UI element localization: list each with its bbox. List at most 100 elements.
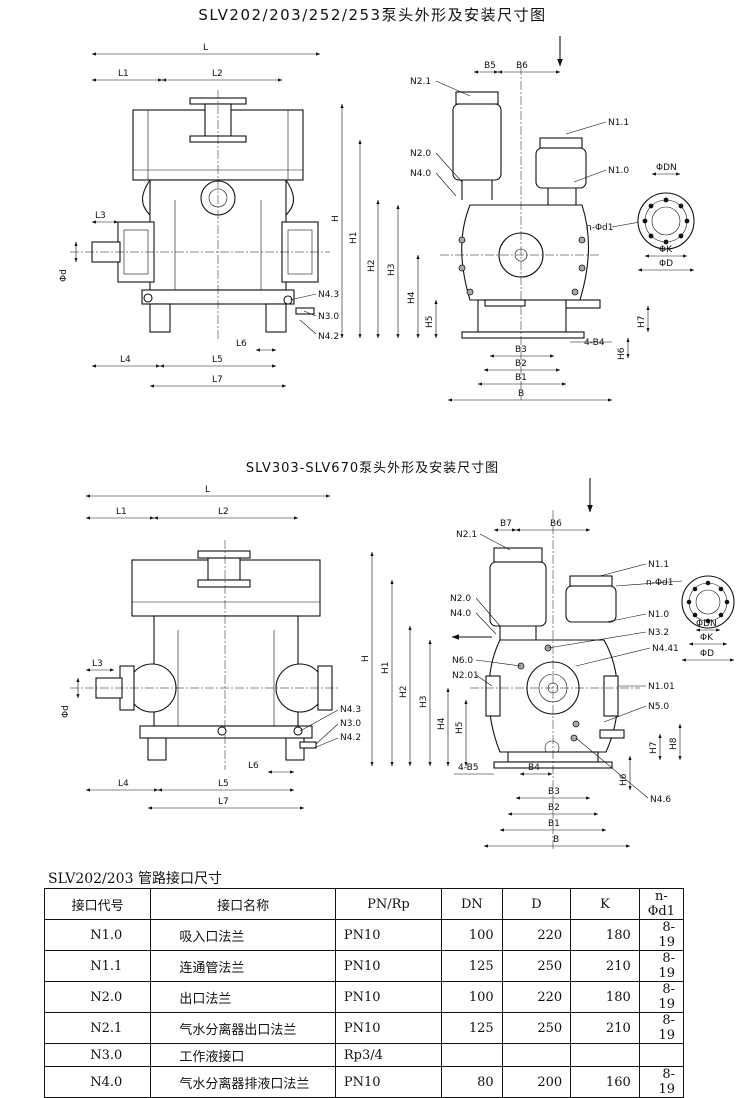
fig1-dim-phid: Φd bbox=[59, 269, 69, 282]
fig2-dim-B4: B4 bbox=[528, 763, 540, 773]
fig1-dim-phiDN: ΦDN bbox=[656, 163, 677, 173]
fig2-dim-H: H bbox=[361, 655, 371, 662]
header-pn-rp: PN/Rp bbox=[334, 888, 443, 920]
cell-k: 210 bbox=[570, 950, 640, 982]
fig2-dim-B7: B7 bbox=[500, 519, 512, 529]
fig1-dim-B3: B3 bbox=[515, 345, 527, 355]
fig2-dim-L1: L1 bbox=[116, 507, 127, 517]
cell-dn: 125 bbox=[441, 1012, 503, 1044]
cell-port-code: N1.1 bbox=[43, 950, 152, 982]
fig2-side-dimensions: H H1 H2 H3 H4 H5 H6 H7 H8 B B1 B2 B3 B4 … bbox=[361, 519, 683, 848]
cell-port-code: N1.0 bbox=[43, 919, 152, 951]
fig2-dim-phiK: ΦK bbox=[700, 633, 714, 643]
fig2-port-N4.41: N4.41 bbox=[652, 644, 679, 654]
fig1-dim-L7: L7 bbox=[212, 375, 223, 385]
cell-pn-rp: PN10 bbox=[334, 950, 443, 982]
fig2-dim-phiDN: ΦDN bbox=[696, 619, 717, 629]
fig2-port-N4.6: N4.6 bbox=[650, 795, 671, 805]
fig1-port-N1.1: N1.1 bbox=[608, 118, 629, 128]
fig2-dim-L4: L4 bbox=[118, 779, 129, 789]
cell-dn: 100 bbox=[441, 919, 503, 951]
cell-k bbox=[570, 1043, 640, 1067]
fig2-port-N1.01: N1.01 bbox=[648, 682, 675, 692]
cell-pn-rp: PN10 bbox=[334, 919, 443, 951]
fig1-dim-L6: L6 bbox=[236, 339, 247, 349]
table-row: N2.1 气水分离器出口法兰 PN10 125 250 210 8-19 bbox=[43, 1012, 685, 1044]
header-port-name: 接口名称 bbox=[150, 888, 336, 920]
fig2-dim-H4: H4 bbox=[437, 717, 447, 730]
fig2-flange-detail: ΦDN ΦK ΦD bbox=[681, 575, 735, 662]
cell-d bbox=[501, 1043, 572, 1067]
fig2-dim-L6: L6 bbox=[248, 761, 259, 771]
fig1-port-N1.0: N1.0 bbox=[608, 166, 629, 176]
header-d: D bbox=[501, 888, 572, 920]
fig2-dim-H1: H1 bbox=[381, 662, 391, 675]
fig1-dim-H4: H4 bbox=[407, 291, 417, 304]
cell-dn bbox=[441, 1043, 503, 1067]
fig2-port-N5.0: N5.0 bbox=[648, 702, 669, 712]
figure-2-title: SLV303-SLV670泵头外形及安装尺寸图 bbox=[245, 461, 500, 476]
fig2-dim-B3: B3 bbox=[548, 787, 560, 797]
table-row: N1.1 连通管法兰 PN10 125 250 210 8-19 bbox=[43, 950, 685, 982]
fig2-port-N3.0: N3.0 bbox=[340, 719, 361, 729]
fig2-dim-B: B bbox=[553, 835, 559, 845]
fig2-port-N6.0: N6.0 bbox=[452, 656, 473, 666]
fig1-dim-B2: B2 bbox=[515, 359, 527, 369]
fig1-dim-H7: H7 bbox=[637, 316, 647, 329]
header-dn: DN bbox=[441, 888, 503, 920]
cell-holes bbox=[638, 1043, 685, 1067]
drawing-canvas: L L1 L2 L3 L4 L5 L6 L7 Φd N4.3 N3.0 N4.2 bbox=[59, 36, 735, 850]
cell-k: 180 bbox=[570, 919, 640, 951]
table-row: N1.0 吸入口法兰 PN10 100 220 180 8-19 bbox=[43, 919, 685, 951]
fig1-dim-L3: L3 bbox=[95, 211, 106, 221]
table-row: N2.0 出口法兰 PN10 100 220 180 8-19 bbox=[43, 981, 685, 1013]
fig1-dim-B6: B6 bbox=[516, 61, 528, 71]
fig1-dim-H5: H5 bbox=[425, 316, 435, 329]
fig1-port-N2.0: N2.0 bbox=[410, 149, 431, 159]
cell-dn: 80 bbox=[441, 1066, 503, 1098]
fig1-dim-phiK: ΦK bbox=[659, 245, 673, 255]
fig2-dim-phiD: ΦD bbox=[700, 649, 714, 659]
cell-pn-rp: Rp3/4 bbox=[334, 1043, 443, 1067]
fig2-port-N4.2: N4.2 bbox=[340, 733, 361, 743]
fig2-dim-4-B5: 4-B5 bbox=[458, 763, 479, 773]
fig1-dim-phiD: ΦD bbox=[659, 259, 673, 269]
fig1-dim-B1: B1 bbox=[515, 373, 527, 383]
cell-port-name: 吸入口法兰 bbox=[150, 919, 336, 951]
fig2-dim-phid: Φd bbox=[61, 705, 71, 718]
fig1-dim-H3: H3 bbox=[387, 264, 397, 277]
fig2-dim-H3: H3 bbox=[419, 696, 429, 709]
fig1-port-N4.2: N4.2 bbox=[318, 332, 339, 342]
cell-k: 180 bbox=[570, 981, 640, 1013]
cell-port-code: N2.0 bbox=[43, 981, 152, 1013]
cell-holes: 8-19 bbox=[638, 1012, 685, 1044]
fig1-flange-hole-callout: n-Φd1 bbox=[586, 223, 613, 233]
fig1-dim-L: L bbox=[203, 43, 208, 53]
cell-dn: 125 bbox=[441, 950, 503, 982]
header-k: K bbox=[570, 888, 640, 920]
fig2-port-N1.1: N1.1 bbox=[648, 560, 669, 570]
header-port-code: 接口代号 bbox=[43, 888, 152, 920]
cell-pn-rp: PN10 bbox=[334, 981, 443, 1013]
fig2-port-N4.0: N4.0 bbox=[450, 609, 471, 619]
fig2-port-N3.2: N3.2 bbox=[648, 628, 669, 638]
fig2-front-dimensions: L L1 L2 L3 L4 L5 L6 L7 Φd N4.3 N3.0 N4.2 bbox=[61, 485, 361, 810]
cell-holes: 8-19 bbox=[638, 1066, 685, 1098]
cell-holes: 8-19 bbox=[638, 919, 685, 951]
fig1-side-dimensions: H H1 H2 H3 H4 H5 H6 H7 B B1 B2 B3 4-B4 B… bbox=[331, 61, 650, 402]
cell-port-code: N3.0 bbox=[43, 1043, 152, 1067]
cell-pn-rp: PN10 bbox=[334, 1066, 443, 1098]
fig1-dim-B5: B5 bbox=[484, 61, 496, 71]
fig2-port-N1.0: N1.0 bbox=[648, 610, 669, 620]
fig1-flange-detail: ΦDN ΦK ΦD bbox=[637, 163, 695, 272]
fig2-port-N2.1: N2.1 bbox=[456, 530, 477, 540]
cell-port-name: 连通管法兰 bbox=[150, 950, 336, 982]
fig1-dim-4-B4: 4-B4 bbox=[584, 338, 605, 348]
cell-port-code: N4.0 bbox=[43, 1066, 152, 1098]
fig2-dim-H6: H6 bbox=[619, 773, 629, 786]
cell-d: 250 bbox=[501, 1012, 572, 1044]
table-row: N3.0 工作液接口 Rp3/4 bbox=[43, 1043, 685, 1067]
fig1-port-N3.0: N3.0 bbox=[318, 312, 339, 322]
table-row: N4.0 气水分离器排液口法兰 PN10 80 200 160 8-19 bbox=[43, 1066, 685, 1098]
cell-k: 160 bbox=[570, 1066, 640, 1098]
